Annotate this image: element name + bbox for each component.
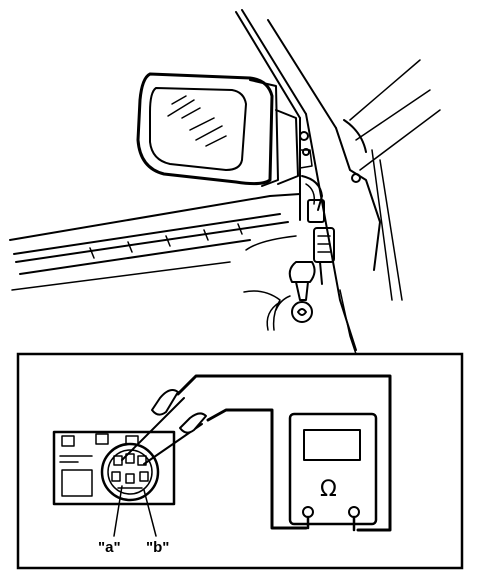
ohm-symbol: Ω bbox=[320, 477, 337, 502]
side-mirror bbox=[136, 72, 299, 187]
terminal-b-label: "b" bbox=[146, 539, 169, 556]
inset-panel bbox=[16, 352, 464, 570]
mirror-harness bbox=[243, 131, 335, 331]
door-mirror-scene bbox=[9, 9, 441, 355]
callout-leader bbox=[339, 289, 357, 355]
leader-b bbox=[143, 489, 157, 537]
inset-drawing bbox=[52, 374, 392, 537]
terminal-a-label: "a" bbox=[98, 539, 121, 556]
leader-a bbox=[113, 485, 123, 537]
tester-probe-leads bbox=[121, 374, 392, 532]
ohmmeter bbox=[288, 412, 378, 532]
belt-moulding bbox=[9, 193, 301, 291]
mirror-switch-connector bbox=[52, 430, 176, 506]
door-frame bbox=[235, 9, 441, 351]
